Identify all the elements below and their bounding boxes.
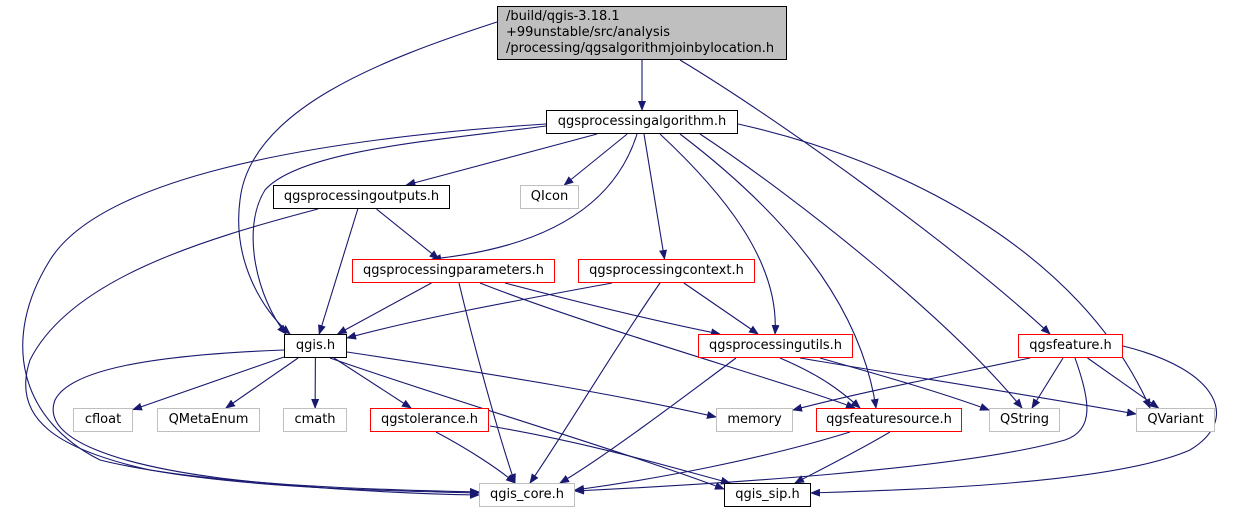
node-label: /build/qgis-3.18.1 +99unstable/src/analy… (506, 9, 775, 56)
node-qgis-core: qgis_core.h (479, 483, 575, 507)
node-cmath: cmath (283, 408, 347, 432)
node-label: qgsprocessingparameters.h (362, 263, 545, 278)
node-outputs[interactable]: qgsprocessingoutputs.h (273, 185, 450, 209)
node-algorithm[interactable]: qgsprocessingalgorithm.h (546, 110, 738, 134)
edge-qgis-to-tolerance (333, 357, 412, 409)
node-label: cmath (294, 412, 336, 427)
node-label: qgsprocessingoutputs.h (283, 189, 440, 204)
edge-outputs-to-parameters (376, 208, 440, 260)
node-cfloat: cfloat (73, 408, 133, 432)
edge-qgis-to-cfloat (132, 356, 285, 411)
node-label: qgsprocessingalgorithm.h (557, 114, 727, 129)
edge-context-to-utils (683, 282, 759, 335)
node-qvariant: QVariant (1136, 408, 1215, 432)
edge-parameters-to-qgis (336, 282, 432, 335)
edge-tolerance-to-qgis-core (435, 431, 516, 484)
node-label: qgsprocessingutils.h (708, 338, 843, 353)
edge-feature-to-qstring (1031, 357, 1064, 409)
edge-qgis-to-qmetaenum (225, 357, 299, 409)
node-label: memory (727, 412, 782, 427)
edge-context-to-qgis (346, 282, 613, 340)
node-featuresource[interactable]: qgsfeaturesource.h (816, 408, 962, 432)
edge-parameters-to-featuresource (479, 282, 856, 409)
node-label: QVariant (1147, 412, 1204, 427)
edge-tolerance-to-qgis-sip (489, 425, 731, 485)
edge-algorithm-to-qvariant (737, 123, 1151, 409)
edge-utils-to-qgis-core (559, 357, 737, 484)
edge-algorithm-to-qicon (563, 133, 628, 186)
node-qgis-sip[interactable]: qgis_sip.h (724, 483, 811, 507)
edge-qgis-to-qgis-sip (329, 357, 725, 490)
edge-utils-to-featuresource (779, 357, 861, 409)
node-label: qgis_core.h (490, 487, 564, 502)
node-label: qgis.h (295, 338, 336, 353)
node-qicon: QIcon (520, 185, 579, 209)
edge-outputs-to-qgis (318, 208, 359, 335)
edge-algorithm-to-context (643, 133, 667, 260)
node-label: qgsfeaturesource.h (826, 412, 952, 427)
edge-featuresource-to-qgis-core (574, 431, 851, 493)
node-qstring: QString (989, 408, 1060, 432)
node-label: qgstolerance.h (380, 412, 478, 427)
node-qmetaenum: QMetaEnum (157, 408, 260, 432)
edge-root-to-feature (679, 59, 1051, 335)
node-utils[interactable]: qgsprocessingutils.h (698, 334, 853, 358)
node-root[interactable]: /build/qgis-3.18.1 +99unstable/src/analy… (497, 6, 787, 60)
node-memory: memory (716, 408, 793, 432)
edge-utils-to-qvariant (799, 357, 1137, 417)
node-context[interactable]: qgsprocessingcontext.h (578, 259, 755, 283)
edge-algorithm-to-outputs (405, 133, 598, 187)
node-label: qgis_sip.h (735, 487, 800, 502)
edge-algorithm-to-qgis (252, 125, 547, 335)
edge-feature-to-qgis-core (574, 357, 1088, 495)
edge-feature-to-qgis-sip (810, 345, 1217, 497)
node-label: QIcon (530, 189, 569, 204)
node-label: qgsprocessingcontext.h (589, 263, 744, 278)
edge-featuresource-to-qgis-sip (794, 431, 891, 484)
edge-algorithm-to-qgis-core (22, 123, 547, 496)
node-feature[interactable]: qgsfeature.h (1018, 334, 1123, 358)
node-label: qgsfeature.h (1029, 338, 1112, 353)
node-label: QMetaEnum (168, 412, 249, 427)
edge-qgis-to-memory (346, 351, 717, 419)
edge-algorithm-to-utils (659, 133, 780, 335)
edge-algorithm-to-featuresource (679, 133, 879, 409)
edge-root-to-qgis (238, 21, 498, 335)
node-parameters[interactable]: qgsprocessingparameters.h (352, 259, 555, 283)
node-label: QString (999, 412, 1050, 427)
edge-qgis-to-qgis-core (52, 349, 480, 499)
edge-context-to-qgis-core (529, 282, 661, 484)
edge-feature-to-qvariant (1087, 357, 1160, 409)
edge-feature-to-memory (792, 357, 1031, 412)
edge-parameters-to-qgis-core (458, 282, 516, 484)
edge-parameters-to-utils (504, 282, 721, 337)
node-label: cfloat (84, 412, 122, 427)
edge-algorithm-to-parameters (431, 133, 638, 263)
edge-algorithm-to-qstring (699, 133, 1023, 409)
node-tolerance[interactable]: qgstolerance.h (370, 408, 489, 432)
node-qgis[interactable]: qgis.h (284, 334, 347, 358)
